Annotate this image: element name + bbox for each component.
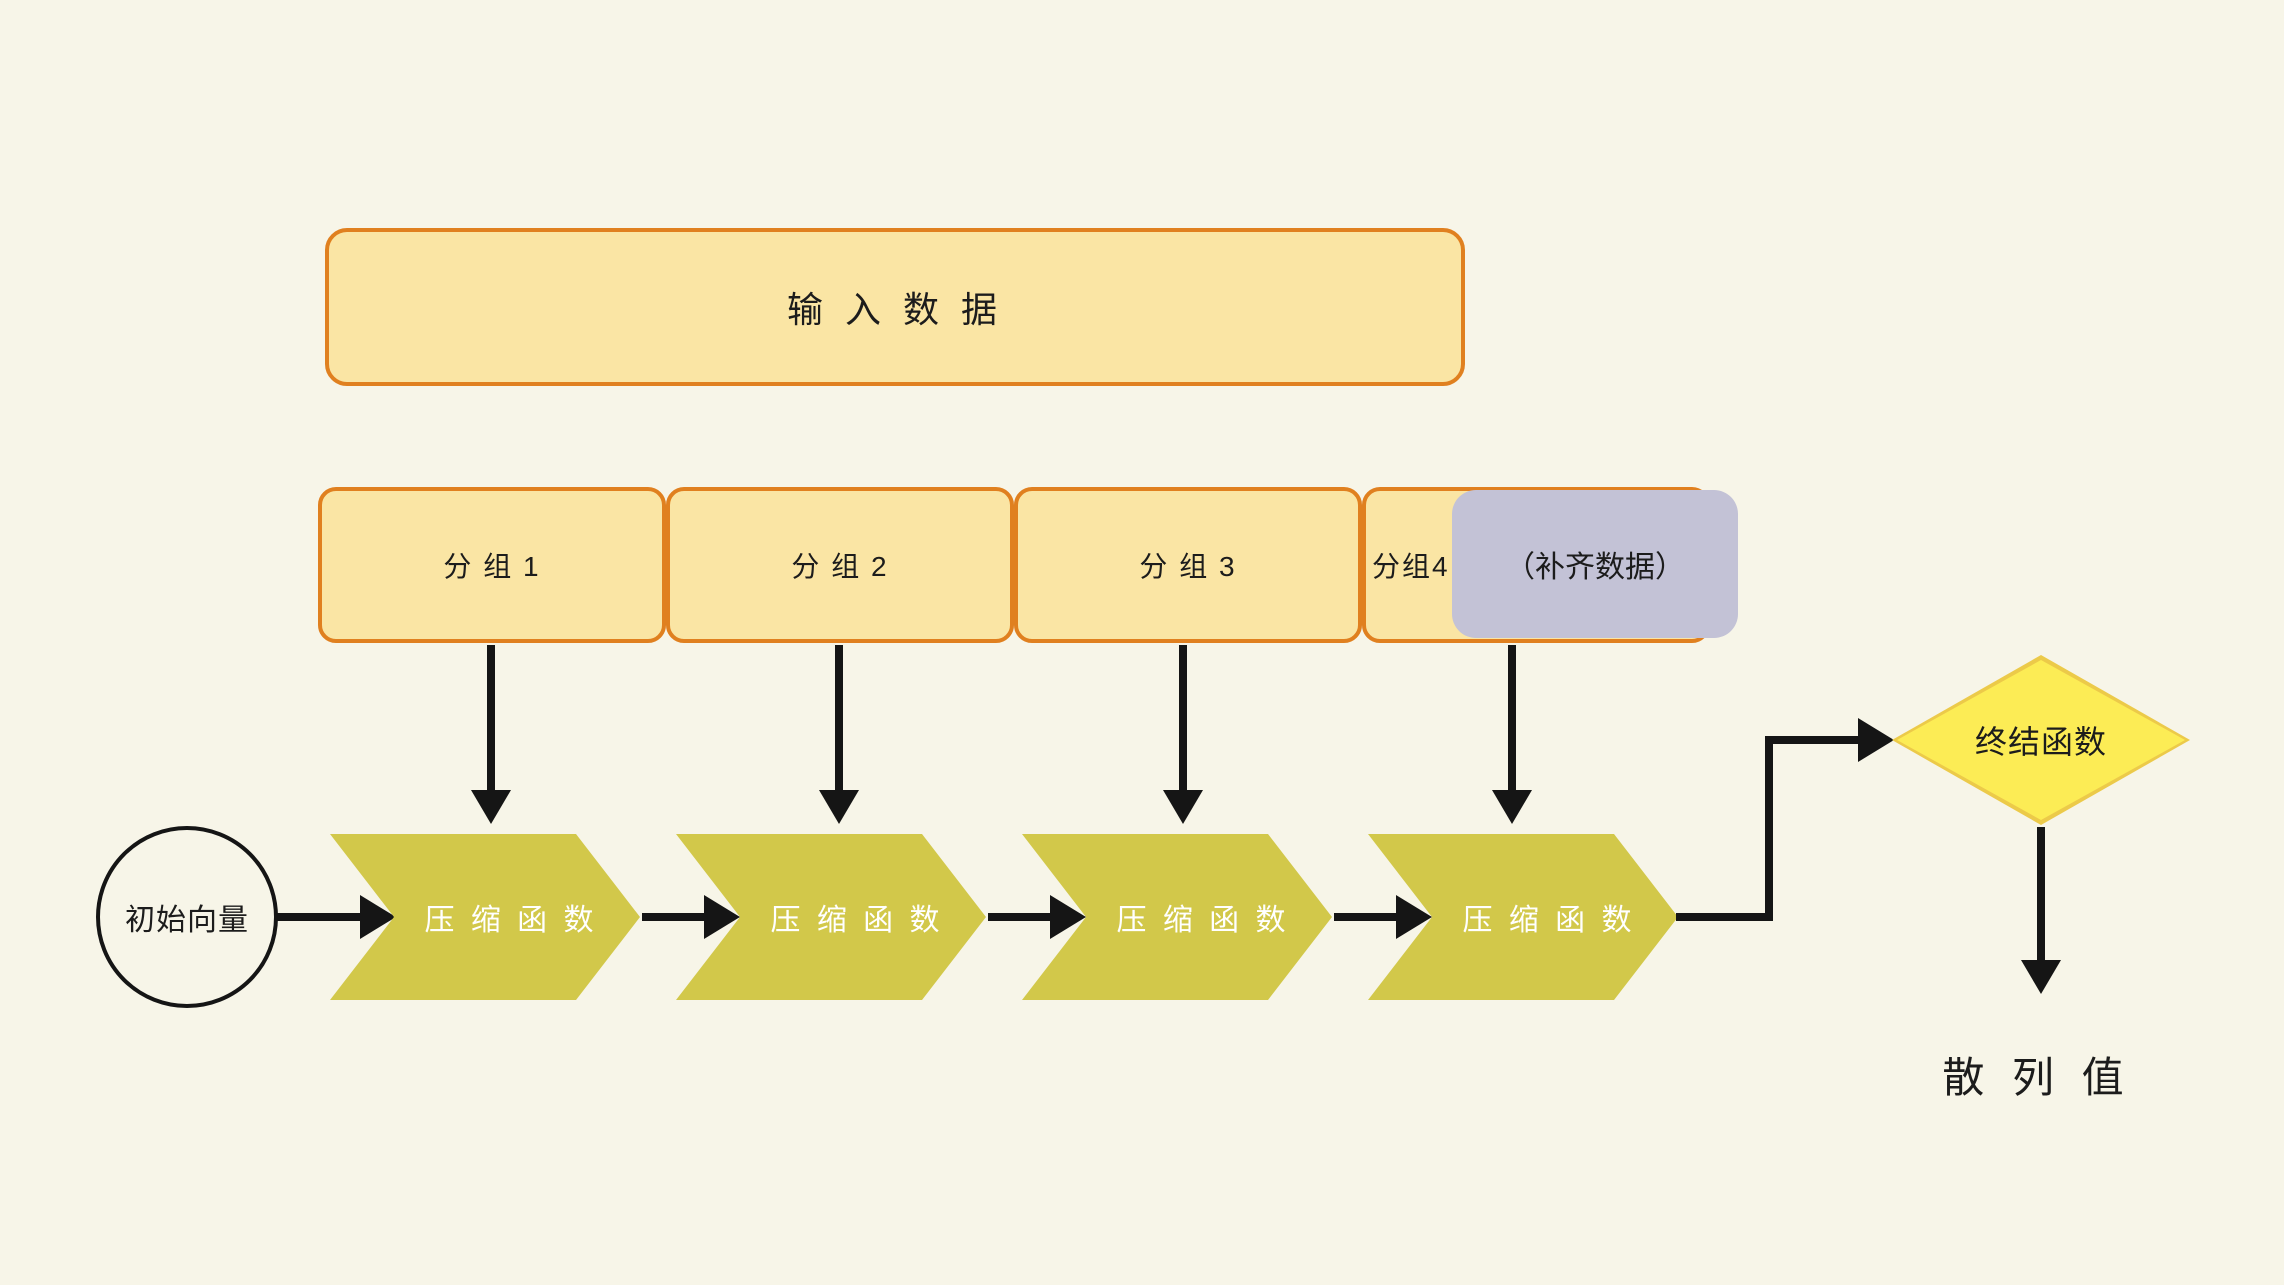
compression-label-4: 压 缩 函 数 <box>1462 904 1636 937</box>
padding-data-box: （补齐数据） <box>1452 490 1738 638</box>
group-label-4: 分组4 <box>1372 551 1450 582</box>
result-arrowhead-icon <box>2021 960 2061 994</box>
group-box-3: 分 组 3 <box>1014 487 1362 643</box>
group4-down-arrow-shaft <box>1508 645 1516 790</box>
elbow-segment-h1 <box>1676 913 1773 921</box>
initial-vector-label: 初始向量 <box>125 904 249 937</box>
group-label-3: 分 组 3 <box>1139 551 1237 582</box>
group-label-1: 分 组 1 <box>443 551 541 582</box>
group2-down-arrowhead-icon <box>819 790 859 824</box>
compression-label-1: 压 缩 函 数 <box>424 904 598 937</box>
chain-arrowhead-3-icon <box>1396 895 1432 939</box>
compression-label-3: 压 缩 函 数 <box>1116 904 1290 937</box>
compression-chevron-1: 压 缩 函 数 <box>330 834 640 1000</box>
group1-down-arrow-shaft <box>487 645 495 790</box>
final-function-diamond-fill: 终结函数 <box>1897 660 2185 820</box>
result-arrow-shaft <box>2037 827 2045 960</box>
group2-down-arrow-shaft <box>835 645 843 790</box>
input-data-box: 输 入 数 据 <box>325 228 1465 386</box>
initial-vector-circle: 初始向量 <box>96 826 278 1008</box>
group3-down-arrowhead-icon <box>1163 790 1203 824</box>
input-data-label: 输 入 数 据 <box>786 289 1003 330</box>
chain-arrow-3-shaft <box>1334 913 1400 921</box>
elbow-segment-h2 <box>1765 736 1860 744</box>
chain-arrowhead-2-icon <box>1050 895 1086 939</box>
padding-data-label: （补齐数据） <box>1505 551 1685 584</box>
group3-down-arrow-shaft <box>1179 645 1187 790</box>
elbow-segment-v <box>1765 736 1773 921</box>
group-box-1: 分 组 1 <box>318 487 666 643</box>
group-label-2: 分 组 2 <box>791 551 889 582</box>
group4-down-arrowhead-icon <box>1492 790 1532 824</box>
final-function-diamond: 终结函数 <box>1892 655 2190 825</box>
group1-down-arrowhead-icon <box>471 790 511 824</box>
elbow-arrowhead-icon <box>1858 718 1894 762</box>
chain-arrowhead-1-icon <box>704 895 740 939</box>
final-function-label: 终结函数 <box>1974 724 2107 760</box>
group-box-2: 分 组 2 <box>666 487 1014 643</box>
chain-arrow-1-shaft <box>642 913 708 921</box>
hash-value-label: 散 列 值 <box>1942 1054 2132 1101</box>
chain-arrow-2-shaft <box>988 913 1054 921</box>
iv-arrow-shaft <box>277 913 362 921</box>
compression-label-2: 压 缩 函 数 <box>770 904 944 937</box>
